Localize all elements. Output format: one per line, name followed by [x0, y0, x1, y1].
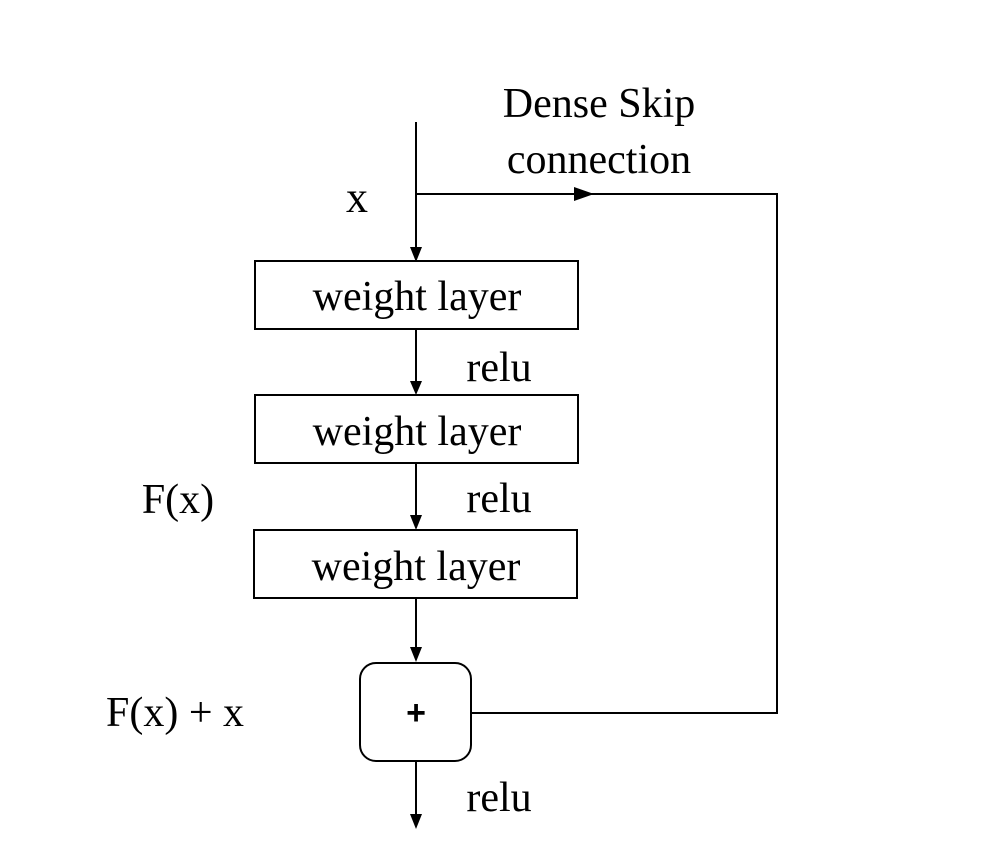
- weight-layer-label-3: weight layer: [312, 544, 521, 590]
- weight-layer-label-2: weight layer: [313, 409, 522, 455]
- weight-layer-block-3: [253, 529, 578, 599]
- plus-symbol: +: [406, 694, 426, 732]
- residual-function-label: F(x): [142, 477, 214, 523]
- arrowhead-2-3: [410, 515, 422, 530]
- arrowhead-1-2: [410, 381, 422, 395]
- relu-label-1: relu: [466, 345, 531, 391]
- output-arrowhead: [410, 814, 422, 829]
- input-label: x: [346, 173, 368, 222]
- arrowhead-3-adder: [410, 647, 422, 662]
- skip-connection-title-line2: connection: [507, 137, 691, 183]
- relu-label-2: relu: [466, 476, 531, 522]
- input-arrowhead: [410, 247, 422, 262]
- skip-connection-title-line1: Dense Skip: [503, 81, 696, 127]
- relu-label-3: relu: [466, 775, 531, 821]
- skip-arrowhead: [574, 187, 594, 201]
- sum-label: F(x) + x: [106, 690, 244, 736]
- weight-layer-label-1: weight layer: [313, 274, 522, 320]
- weight-layer-block-1: [254, 260, 579, 330]
